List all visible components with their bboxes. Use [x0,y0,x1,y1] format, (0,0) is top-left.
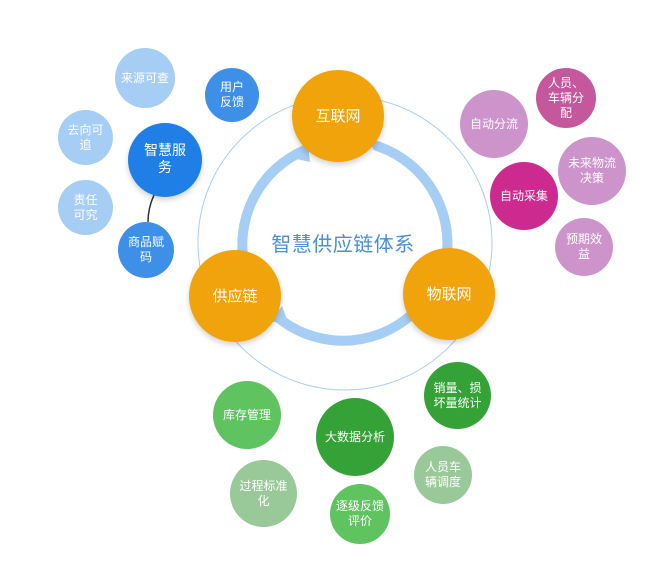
node-auto-collect: 自动采集 [490,162,558,230]
hub-iot: 物联网 [403,248,495,340]
ring-arc-iot-supplychain [271,311,415,346]
connector-smart-service-product-coding [147,194,155,223]
node-staff-vehicle-scheduling: 人员车 辆调度 [414,446,472,504]
node-inventory-management: 库存管理 [213,381,281,449]
hub-internet: 互联网 [292,70,384,162]
node-feedback-evaluation: 逐级反馈 评价 [330,484,390,544]
node-user-feedback: 用户 反馈 [205,68,259,122]
node-product-coding: 商品赋码 [118,222,174,278]
node-auto-sorting: 自动分流 [460,90,528,158]
node-big-data-analysis: 大数据分析 [316,398,394,476]
node-sales-loss-stats: 销量、损 坏量统计 [424,362,491,429]
node-process-standardization: 过程标准 化 [230,460,297,527]
node-smart-service: 智慧服务 [128,123,202,197]
node-future-logistics-decision: 未来物流 决策 [558,137,626,205]
node-staff-vehicle-allocation: 人员、 车辆分 配 [536,68,596,128]
ring-arrow-to-internet [292,146,310,162]
node-expected-benefit: 预期效益 [555,218,613,276]
node-accountability: 责任 可究 [58,180,113,235]
ring-arc-supplychain-internet [237,145,310,273]
diagram-title: 智慧供应链体系 [271,232,415,256]
node-destination-traceable: 去向可追 [58,110,113,165]
hub-supply-chain: 供应链 [189,250,281,342]
node-source-traceable: 来源可查 [115,48,175,108]
